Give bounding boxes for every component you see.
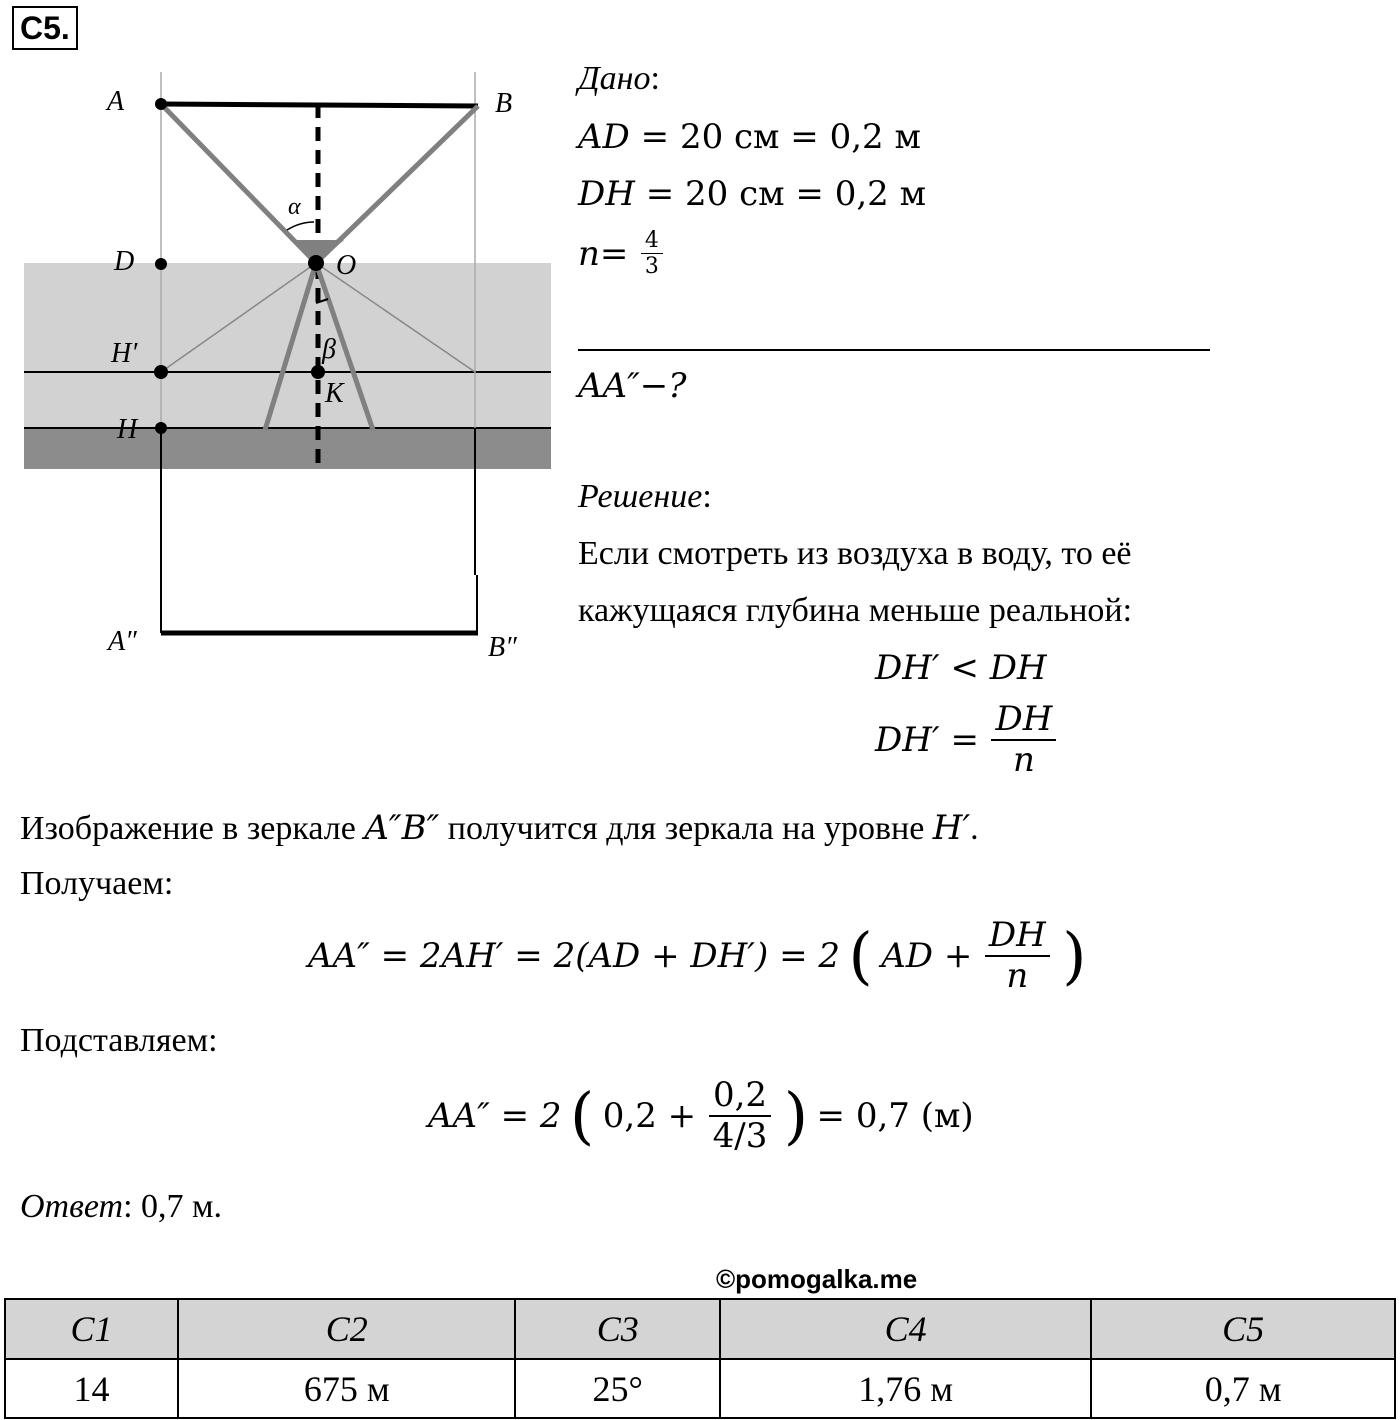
watermark: ©pomogalka.me (716, 1264, 918, 1294)
mirror-bottom (24, 428, 551, 469)
solution-text-2: кажущаяся глубина меньше реальной: (578, 592, 1133, 629)
answers-value-cell: 1,76 м (718, 1358, 1093, 1419)
label-B: B (495, 88, 512, 119)
label-H-prime: H′ (110, 338, 138, 369)
problem-label: С5. (12, 6, 78, 50)
given-dh: DH = 20 см = 0,2 м (578, 174, 927, 214)
solution-title: Решение: (578, 478, 712, 515)
label-O: O (336, 250, 356, 281)
label-B-double-prime: B″ (488, 632, 517, 660)
answers-value-cell: 14 (4, 1358, 179, 1419)
label-A: A (105, 86, 125, 117)
inequality: DH′ < DH (875, 648, 1047, 688)
answers-header-cell: C3 (514, 1298, 721, 1360)
answers-header-cell: C5 (1090, 1298, 1396, 1360)
solution-text-1: Если смотреть из воздуха в воду, то её (578, 535, 1132, 572)
answers-value-cell: 0,7 м (1090, 1358, 1396, 1419)
label-D: D (113, 246, 134, 277)
image-statement: Изображение в зеркале A″B″ получится для… (20, 808, 979, 848)
answers-table: C1 C2 C3 C4 C5 14 675 м 25° 1,76 м 0,7 м (4, 1298, 1396, 1419)
get-label: Получаем: (20, 865, 174, 902)
label-beta: β (321, 334, 336, 365)
answers-header-cell: C2 (176, 1298, 517, 1360)
answers-header-row: C1 C2 C3 C4 C5 (4, 1298, 1396, 1360)
answers-value-cell: 675 м (176, 1358, 517, 1419)
label-alpha: α (288, 194, 301, 220)
subst-label: Подставляем: (20, 1022, 218, 1059)
optics-diagram: A B D O H′ H K α β A″ B″ (24, 72, 551, 660)
given-title: Дано: (578, 60, 660, 97)
find-value: AA″−? (578, 366, 687, 406)
answer-line: Ответ: 0,7 м. (20, 1188, 223, 1225)
answers-value-cell: 25° (514, 1358, 721, 1419)
water-layer (24, 263, 551, 428)
given-ad: AD = 20 см = 0,2 м (578, 117, 921, 157)
answers-header-cell: C1 (4, 1298, 179, 1360)
answers-header-cell: C4 (718, 1298, 1093, 1360)
given-separator (578, 349, 1210, 351)
label-K: K (324, 378, 345, 409)
given-n: n = 4 3 (578, 228, 667, 280)
answers-value-row: 14 675 м 25° 1,76 м 0,7 м (4, 1358, 1396, 1419)
label-A-double-prime: A″ (106, 626, 137, 657)
label-H: H (116, 414, 139, 445)
